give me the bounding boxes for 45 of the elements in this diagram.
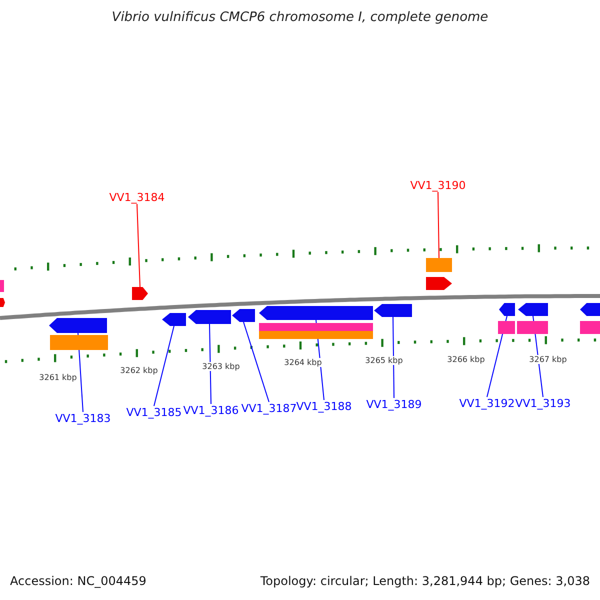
leader-line <box>392 316 394 398</box>
leader-line <box>243 322 270 402</box>
leader-line <box>136 204 140 288</box>
gene-feature <box>162 313 186 326</box>
leader-line <box>438 192 440 258</box>
scale-label: 3264 kbp <box>284 358 322 367</box>
feature-block <box>580 321 600 334</box>
gene-feature <box>374 304 412 317</box>
feature-block <box>498 321 515 334</box>
scale-label: 3263 kbp <box>202 362 240 371</box>
scale-label: 3266 kbp <box>447 355 485 364</box>
leader-line <box>154 326 174 406</box>
title: Vibrio vulnificus CMCP6 chromosome I, complete genome <box>112 10 488 25</box>
feature-block <box>259 331 373 339</box>
feature-block <box>517 321 548 334</box>
scale-label: 3265 kbp <box>365 356 403 365</box>
gene-label: VV1_3192 <box>459 397 515 410</box>
feature-block <box>259 323 373 331</box>
gene-feature <box>580 303 600 316</box>
footer-text: Topology: circular; Length: 3,281,944 bp; Genes: 3,038 <box>260 574 590 588</box>
gene-feature <box>499 303 515 316</box>
gene-feature <box>426 277 452 290</box>
gene-label: VV1_3186 <box>183 404 239 417</box>
leader-line <box>486 316 508 398</box>
gene-label: VV1_3188 <box>296 400 352 413</box>
gene-feature <box>49 318 107 333</box>
gene-feature <box>518 303 548 316</box>
gene-feature <box>0 298 5 307</box>
gene-label: VV1_3189 <box>366 398 422 411</box>
scale-label: 3262 kbp <box>120 366 158 375</box>
gene-label: VV1_3187 <box>241 402 297 415</box>
scale-label: 3261 kbp <box>39 373 77 382</box>
footer-text: Accession: NC_004459 <box>10 574 146 588</box>
feature-block <box>0 280 4 292</box>
leader-line <box>209 324 212 404</box>
scale-label: 3267 kbp <box>529 355 567 364</box>
feature-block <box>50 335 108 350</box>
gene-label: VV1_3190 <box>410 179 466 192</box>
gene-feature <box>232 309 255 322</box>
gene-label: VV1_3184 <box>109 191 165 204</box>
gene-label: VV1_3183 <box>55 412 111 425</box>
feature-block <box>426 258 452 272</box>
gene-label: VV1_3185 <box>126 406 182 419</box>
gene-feature <box>132 287 148 300</box>
gene-label: VV1_3193 <box>515 397 571 410</box>
